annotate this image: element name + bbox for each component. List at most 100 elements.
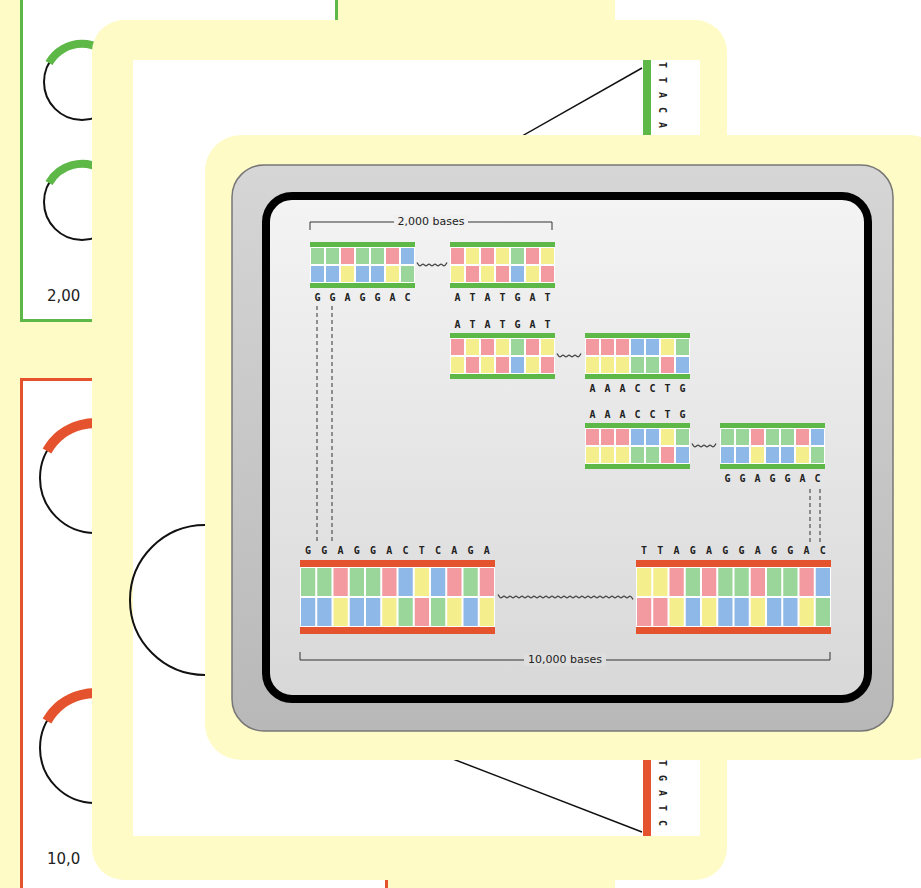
base-cell bbox=[350, 598, 364, 626]
frame-ground bbox=[20, 378, 388, 888]
base-cell bbox=[676, 339, 689, 355]
dna-fragment bbox=[720, 423, 825, 469]
base-cell bbox=[718, 598, 732, 626]
base-cell bbox=[480, 568, 494, 596]
base-cell bbox=[356, 248, 369, 264]
base-cell bbox=[431, 598, 445, 626]
base-cell bbox=[481, 266, 494, 282]
gap-wave bbox=[557, 354, 581, 357]
base-sequence: GGAGGAC bbox=[720, 473, 829, 485]
base-cell bbox=[401, 266, 414, 282]
base-cell bbox=[511, 248, 524, 264]
backbone bbox=[585, 333, 690, 338]
base-cell bbox=[616, 429, 629, 445]
base-cell bbox=[451, 339, 464, 355]
base-cell bbox=[653, 598, 667, 626]
base-cell bbox=[676, 447, 689, 463]
length-label: 10,000 bases bbox=[524, 653, 606, 666]
base-cell bbox=[541, 266, 554, 282]
base-cell bbox=[466, 248, 479, 264]
base-cell bbox=[721, 429, 734, 445]
vector-frame: 2,00 bbox=[20, 0, 338, 322]
base-cell bbox=[386, 248, 399, 264]
match-line bbox=[810, 489, 811, 542]
base-cell bbox=[496, 339, 509, 355]
dna-fragment bbox=[450, 242, 555, 288]
base-cell bbox=[586, 447, 599, 463]
base-cell bbox=[751, 447, 764, 463]
base-cell bbox=[783, 598, 797, 626]
front-card bbox=[205, 135, 921, 760]
plasmid-circle bbox=[44, 44, 120, 120]
dna-fragment bbox=[636, 560, 831, 634]
fragment-ground bbox=[720, 423, 825, 469]
plasmid-circle bbox=[40, 423, 150, 533]
backbone bbox=[450, 333, 555, 338]
match-line bbox=[332, 306, 333, 542]
base-sequence: ATATGAT bbox=[450, 292, 559, 304]
size-label: 10,0 bbox=[47, 850, 80, 868]
base-cell bbox=[796, 447, 809, 463]
base-cell bbox=[751, 598, 765, 626]
base-cell bbox=[676, 357, 689, 373]
insert-bar bbox=[643, 60, 651, 140]
base-cell bbox=[356, 266, 369, 282]
base-cell bbox=[718, 568, 732, 596]
base-cell bbox=[447, 568, 461, 596]
insert-sequence: TTACA bbox=[656, 62, 668, 137]
base-cell bbox=[431, 568, 445, 596]
base-cell bbox=[334, 598, 348, 626]
base-cell bbox=[334, 568, 348, 596]
base-cell bbox=[781, 447, 794, 463]
base-cell bbox=[526, 339, 539, 355]
base-cell bbox=[686, 598, 700, 626]
base-cell bbox=[816, 598, 830, 626]
base-cell bbox=[481, 248, 494, 264]
base-cell bbox=[451, 266, 464, 282]
screen bbox=[266, 196, 868, 699]
size-label: 2,00 bbox=[47, 287, 80, 305]
base-cell bbox=[800, 598, 814, 626]
base-cell bbox=[541, 357, 554, 373]
base-cell bbox=[311, 266, 324, 282]
base-cell bbox=[466, 339, 479, 355]
base-cell bbox=[751, 429, 764, 445]
base-cell bbox=[616, 357, 629, 373]
base-cell bbox=[415, 598, 429, 626]
base-cell bbox=[496, 248, 509, 264]
base-cell bbox=[751, 568, 765, 596]
base-cell bbox=[511, 266, 524, 282]
base-cell bbox=[676, 429, 689, 445]
backbone bbox=[300, 560, 495, 567]
base-cell bbox=[350, 568, 364, 596]
base-cell bbox=[702, 598, 716, 626]
backbone bbox=[720, 423, 825, 428]
base-sequence: AAACCTG bbox=[585, 409, 694, 421]
fragment-ground bbox=[300, 560, 495, 634]
base-cell bbox=[464, 598, 478, 626]
base-cell bbox=[781, 429, 794, 445]
base-cell bbox=[661, 357, 674, 373]
base-cell bbox=[447, 598, 461, 626]
base-cell bbox=[661, 447, 674, 463]
insert-arc bbox=[49, 164, 101, 183]
base-cell bbox=[646, 447, 659, 463]
base-cell bbox=[382, 598, 396, 626]
base-cell bbox=[481, 339, 494, 355]
base-cell bbox=[646, 429, 659, 445]
base-cell bbox=[366, 568, 380, 596]
fragment-ground bbox=[310, 242, 415, 288]
base-cell bbox=[526, 266, 539, 282]
backbone bbox=[310, 283, 415, 288]
screen-housing bbox=[232, 165, 893, 731]
base-cell bbox=[631, 339, 644, 355]
base-cell bbox=[399, 568, 413, 596]
base-cell bbox=[800, 568, 814, 596]
base-cell bbox=[511, 339, 524, 355]
base-sequence: ATATGAT bbox=[450, 319, 559, 331]
middle-card-ground bbox=[133, 60, 700, 836]
fragment-ground bbox=[585, 423, 690, 469]
base-cell bbox=[631, 429, 644, 445]
